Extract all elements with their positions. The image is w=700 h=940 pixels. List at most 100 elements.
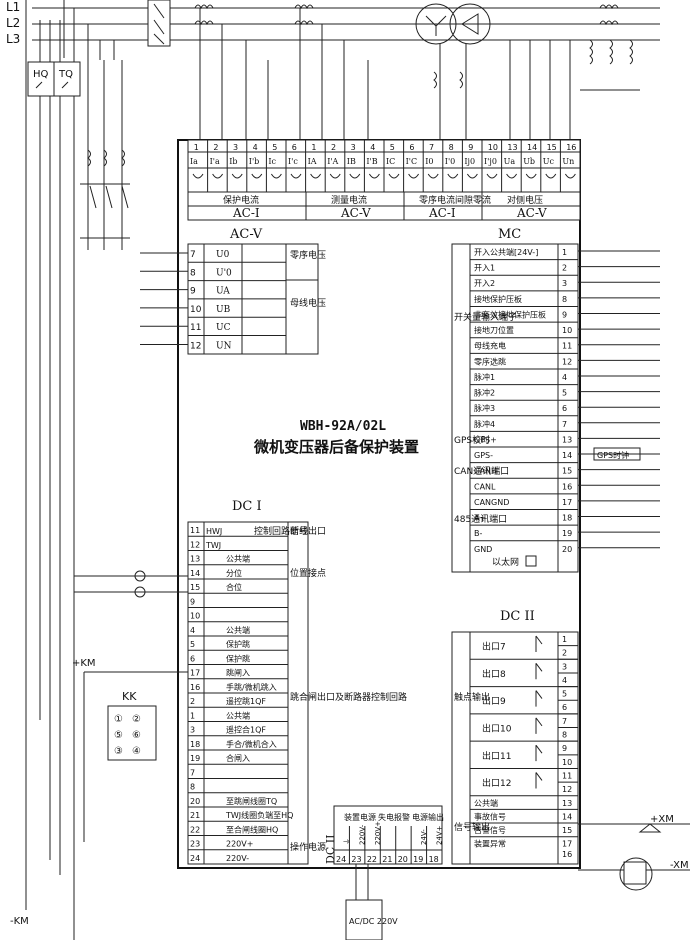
dc1-row-number: 3 xyxy=(190,726,195,735)
dc2-output-number: 8 xyxy=(562,731,567,740)
top-terminal-label: IB xyxy=(347,157,356,166)
mc-title: MC xyxy=(498,227,521,242)
mc-row-number: 10 xyxy=(562,326,572,335)
bus-lines: L1 L2 L3 xyxy=(6,0,660,47)
dc2-signal-number: 14 xyxy=(562,812,572,821)
dc1-row-label: 至跳闸线圈TQ xyxy=(226,796,277,806)
top-group-type: AC-V xyxy=(340,206,371,220)
power-col-label: 24V- xyxy=(420,829,428,845)
twj-label: TWJ xyxy=(205,541,221,550)
top-terminal-label: Ua xyxy=(504,157,516,166)
top-terminal-number: 3 xyxy=(233,143,238,152)
dc1-row-label: 手合/微机合入 xyxy=(226,739,277,749)
dc1-row-number: 22 xyxy=(190,825,200,834)
bottom-power-block: DC II 装置电源 失电报警 电源输出 AC/DC 220V xyxy=(324,805,444,940)
dc1-row-number: 6 xyxy=(190,654,195,663)
top-terminal-number: 13 xyxy=(507,143,517,152)
dc1-row-number: 11 xyxy=(190,526,200,535)
dc1-row-number: 13 xyxy=(190,555,200,564)
dc2-group-signal: 信号输出 xyxy=(454,821,490,833)
dc1-row-number: 4 xyxy=(190,626,195,635)
acv-row-number: 8 xyxy=(190,268,196,278)
dc1-row-label: 手跳/微机跳入 xyxy=(226,682,277,692)
mc-row-number: 16 xyxy=(562,482,572,491)
dc1-row-number: 15 xyxy=(190,583,200,592)
top-terminal-number: 5 xyxy=(272,143,277,152)
top-terminal-number: 8 xyxy=(449,143,454,152)
dc1-row-label: 保护跳 xyxy=(226,653,250,663)
mc-row-number: 15 xyxy=(562,467,572,476)
power-col-number: 20 xyxy=(398,855,408,864)
acv-row-number: 7 xyxy=(190,250,196,260)
top-terminal-label: IA xyxy=(308,157,317,166)
top-terminal-number: 1 xyxy=(194,143,199,152)
rail-pos-xm: +XM xyxy=(650,814,674,825)
top-terminal-label: I0 xyxy=(425,157,433,166)
dc1-row-number: 24 xyxy=(190,854,200,863)
top-terminal-number: 3 xyxy=(351,143,356,152)
acv-group-bus: 母线电压 xyxy=(290,297,326,309)
mc-row-label: A+ xyxy=(474,514,486,523)
dc1-title: DC I xyxy=(232,499,262,514)
top-terminal-number: 7 xyxy=(429,143,434,152)
bus-label-l1: L1 xyxy=(6,0,20,14)
device-name: 微机变压器后备保护装置 xyxy=(253,438,419,456)
top-terminal-number: 4 xyxy=(253,143,258,152)
tq-label: TQ xyxy=(58,69,73,80)
mc-row-label: 接地保护压板 xyxy=(474,294,522,304)
acv-block: AC-V 零序电压 母线电压 xyxy=(187,227,326,355)
dc2-output-number: 4 xyxy=(562,676,567,685)
acv-row-label: U'0 xyxy=(216,268,232,278)
dc1-row-number: 8 xyxy=(190,783,195,792)
mc-row-label: GND xyxy=(474,545,492,554)
power-group-alarm: 失电报警 xyxy=(378,812,410,822)
power-group-device: 装置电源 xyxy=(344,812,376,822)
mc-row-number: 5 xyxy=(562,389,567,398)
dc1-signal-out: 信号出口 xyxy=(290,525,326,537)
dc2-signal-number: 13 xyxy=(562,799,572,808)
top-group-type: AC-V xyxy=(516,206,547,220)
top-terminal-label: I'0 xyxy=(445,157,455,166)
dc2-output-number: 3 xyxy=(562,662,567,671)
power-col-number: 23 xyxy=(351,855,361,864)
dc1-pos-contact: 位置接点 xyxy=(290,567,326,579)
gps-clock-label: GPS时钟 xyxy=(597,450,629,460)
dc2-output-label: 出口11 xyxy=(482,750,511,762)
top-terminal-label: Ub xyxy=(523,157,535,166)
dc2-output-number: 10 xyxy=(562,758,572,767)
dc2-output-label: 出口10 xyxy=(482,723,512,735)
mc-block: MC 开关量输入端子 GPS校时 CAN通讯端口 485通讯端口 以太网 GPS… xyxy=(451,227,641,573)
hq-tq-block: HQ TQ xyxy=(27,61,81,97)
dc2-output-number: 12 xyxy=(562,785,572,794)
dc1-row-label: 公共端 xyxy=(226,625,250,635)
dc1-row-number: 21 xyxy=(190,811,200,820)
dc2-signal-number: 15 xyxy=(562,826,572,835)
mc-row-number: 2 xyxy=(562,264,567,273)
dc2-title: DC II xyxy=(500,609,535,624)
bus-label-l3: L3 xyxy=(6,32,20,46)
acv-row-number: 9 xyxy=(190,287,196,297)
acv-group-zero: 零序电压 xyxy=(290,249,326,261)
top-terminal-number: 9 xyxy=(468,143,473,152)
dc2-signal-extra-number: 16 xyxy=(562,850,572,859)
dc1-row-number: 9 xyxy=(190,597,195,606)
acv-row-label: UB xyxy=(216,305,231,315)
dc1-row-label: 220V+ xyxy=(226,840,253,849)
bus-label-l2: L2 xyxy=(6,16,20,30)
device-model: WBH-92A/02L xyxy=(300,419,386,434)
dc1-row-label: 公共端 xyxy=(226,710,250,720)
top-group-name: 零序电流间隙零流 xyxy=(419,194,491,206)
dc1-row-number: 7 xyxy=(190,768,195,777)
mc-row-number: 4 xyxy=(562,373,567,382)
top-terminal-number: 6 xyxy=(409,143,414,152)
mc-row-number: 8 xyxy=(562,295,567,304)
mc-row-label: B- xyxy=(474,529,482,538)
top-terminal-label: Ia xyxy=(190,157,198,166)
power-col-number: 21 xyxy=(382,855,392,864)
top-terminal-label: I'a xyxy=(210,157,220,166)
mc-row-number: 9 xyxy=(562,310,567,319)
mc-row-number: 13 xyxy=(562,435,572,444)
